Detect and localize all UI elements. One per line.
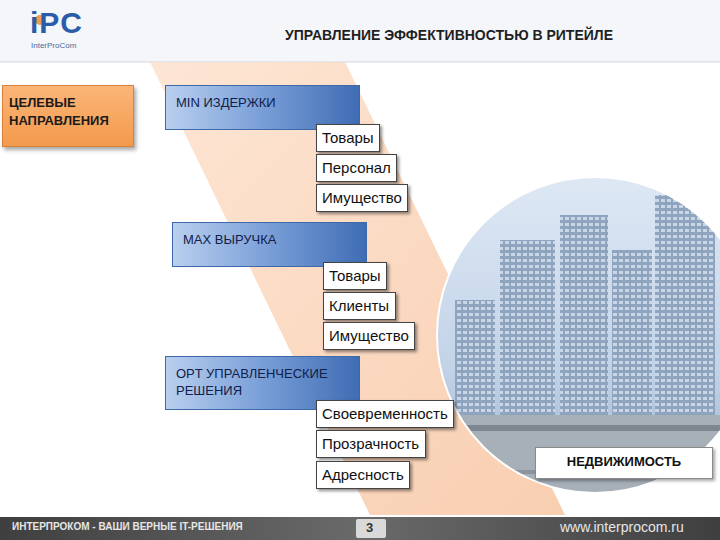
box-text: Товары xyxy=(322,128,374,148)
photo-rim xyxy=(437,177,720,493)
item-box: Своевременность xyxy=(316,400,454,428)
box-text: НЕДВИЖИМОСТЬ xyxy=(544,454,704,471)
slide-title: УПРАВЛЕНИЕ ЭФФЕКТИВНОСТЬЮ В РИТЕЙЛЕ xyxy=(285,27,613,43)
footer-slogan: ИНТЕРПРОКОМ - ВАШИ ВЕРНЫЕ IT-РЕШЕНИЯ xyxy=(12,521,243,532)
target-box: ЦЕЛЕВЫЕ НАПРАВЛЕНИЯ xyxy=(2,85,134,147)
box-text: MAX ВЫРУЧКА xyxy=(183,232,356,249)
footer-url: www.interprocom.ru xyxy=(560,519,684,535)
logo-subtext: InterProCom xyxy=(31,41,76,50)
item-box: Имущество xyxy=(316,184,408,212)
box-text: Клиенты xyxy=(329,296,390,316)
footer-bar xyxy=(0,517,720,540)
goal-box: MAX ВЫРУЧКА xyxy=(172,222,367,267)
item-box: Прозрачность xyxy=(316,430,426,458)
box-text: OPT УПРАВЛЕНЧЕСКИЕ РЕШЕНИЯ xyxy=(176,366,349,400)
item-box: Адресность xyxy=(316,461,410,489)
box-text: Своевременность xyxy=(322,404,448,424)
item-box: Товары xyxy=(316,124,380,152)
page-number-patch xyxy=(356,519,386,538)
item-box: Товары xyxy=(323,262,387,290)
page-number: 3 xyxy=(366,520,373,535)
header-rule xyxy=(0,62,720,63)
building-photo xyxy=(430,170,720,505)
box-text: ЦЕЛЕВЫЕ НАПРАВЛЕНИЯ xyxy=(9,94,127,129)
header-band xyxy=(0,0,720,62)
box-text: MIN ИЗДЕРЖКИ xyxy=(176,95,349,112)
item-box: Клиенты xyxy=(323,292,396,320)
box-text: Персонал xyxy=(322,158,391,178)
box-text: Адресность xyxy=(322,465,404,485)
box-text: Товары xyxy=(329,266,381,286)
box-text: Прозрачность xyxy=(322,434,420,454)
item-box: Персонал xyxy=(316,154,397,182)
box-text: Имущество xyxy=(322,188,402,208)
box-text: Имущество xyxy=(329,326,409,346)
logo-text: iPC xyxy=(30,6,83,40)
item-box: Имущество xyxy=(323,322,415,350)
caption-tag: НЕДВИЖИМОСТЬ xyxy=(535,447,713,479)
